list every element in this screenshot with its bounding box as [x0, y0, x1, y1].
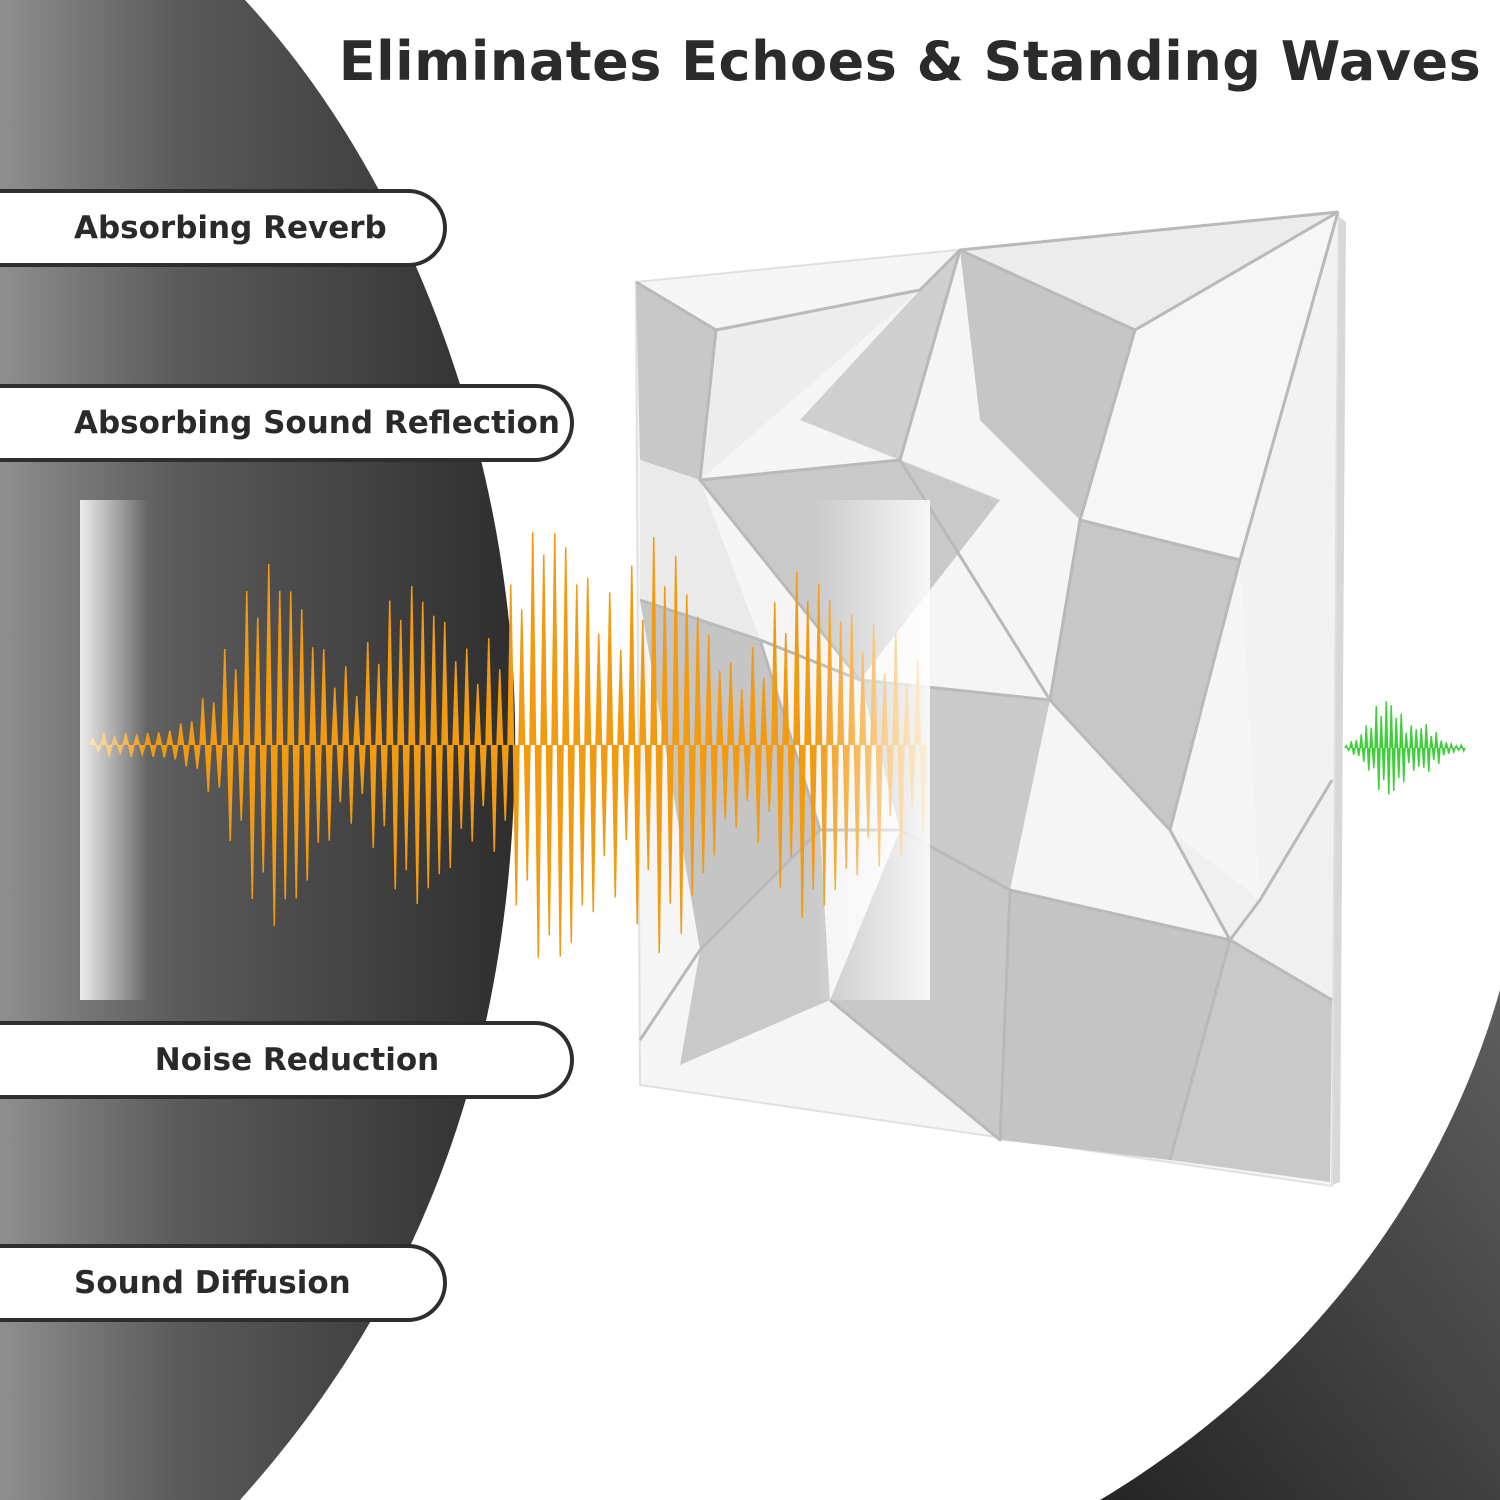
reduced-sound-wave-icon: [1344, 701, 1466, 795]
feature-pill-absorbing-reverb: Absorbing Reverb: [0, 189, 447, 267]
feature-label: Noise Reduction: [154, 1042, 440, 1078]
feature-pill-sound-diffusion: Sound Diffusion: [0, 1244, 447, 1322]
waveform-path: [1344, 701, 1466, 795]
wave-fade: [80, 500, 930, 1000]
feature-pill-noise-reduction: Noise Reduction: [0, 1021, 574, 1099]
feature-label: Absorbing Sound Reflection: [74, 405, 560, 441]
feature-label: Sound Diffusion: [74, 1265, 351, 1301]
feature-label: Absorbing Reverb: [74, 210, 387, 246]
feature-pill-absorbing-sound-reflection: Absorbing Sound Reflection: [0, 384, 574, 462]
dark-arc-right: [1100, 990, 1500, 1500]
page-title: Eliminates Echoes & Standing Waves: [338, 30, 1482, 93]
